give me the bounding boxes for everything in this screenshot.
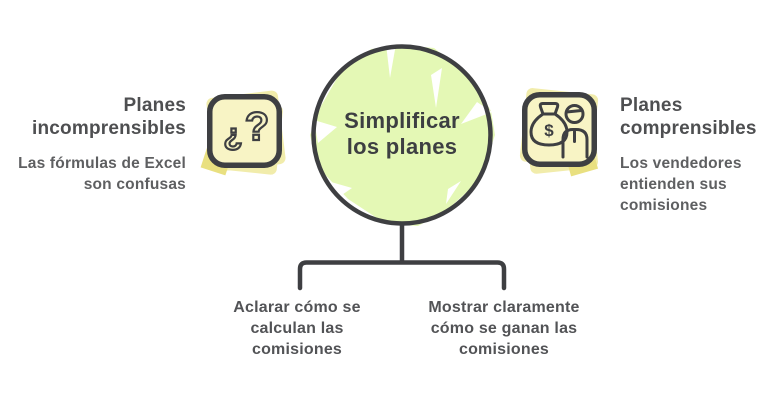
description-line: Los vendedores — [620, 155, 742, 172]
left-node-heading: Planes incomprensibles — [0, 94, 186, 140]
description-line: entienden sus — [620, 176, 727, 193]
dollar-glyph: $ — [544, 121, 554, 140]
heading-line: Planes — [620, 95, 683, 116]
right-node-description: Los vendedores entienden sus comisiones — [620, 153, 782, 216]
branch-line: Mostrar claramente — [428, 299, 580, 316]
center-node-label: Simplificar los planes — [302, 108, 502, 160]
money-bag-icon: $ — [529, 102, 569, 147]
branch-line: comisiones — [251, 341, 343, 358]
branch-line: calculan las — [250, 320, 344, 337]
heading-line: Planes — [123, 95, 186, 116]
center-label-line: Simplificar — [344, 108, 460, 133]
connector-branch-bar — [297, 260, 507, 291]
money-bag-and-person-icon: $ — [519, 88, 599, 177]
person-icon — [561, 104, 589, 159]
note-frame — [207, 94, 282, 168]
branch-line: cómo se ganan las — [430, 320, 578, 337]
inverted-question-glyph: ¿ — [224, 117, 243, 152]
branch-label-left: Aclarar cómo se calculan las comisiones — [217, 297, 377, 360]
center-label-line: los planes — [346, 134, 458, 159]
note-frame — [522, 92, 597, 167]
description-line: comisiones — [620, 197, 708, 214]
branch-line: Aclarar cómo se — [233, 299, 361, 316]
branch-line: comisiones — [458, 341, 550, 358]
description-line: Las fórmulas de Excel — [18, 155, 186, 172]
left-node-description: Las fórmulas de Excel son confusas — [0, 153, 186, 195]
branch-label-right: Mostrar claramente cómo se ganan las com… — [414, 297, 594, 360]
heading-line: incomprensibles — [32, 118, 186, 139]
question-glyph: ? — [245, 105, 269, 149]
question-marks-icon: ¿ ? — [200, 90, 286, 176]
right-node-heading: Planes comprensibles — [620, 94, 782, 140]
center-node-shape — [310, 44, 495, 226]
description-line: son confusas — [83, 176, 186, 193]
heading-line: comprensibles — [620, 118, 757, 139]
